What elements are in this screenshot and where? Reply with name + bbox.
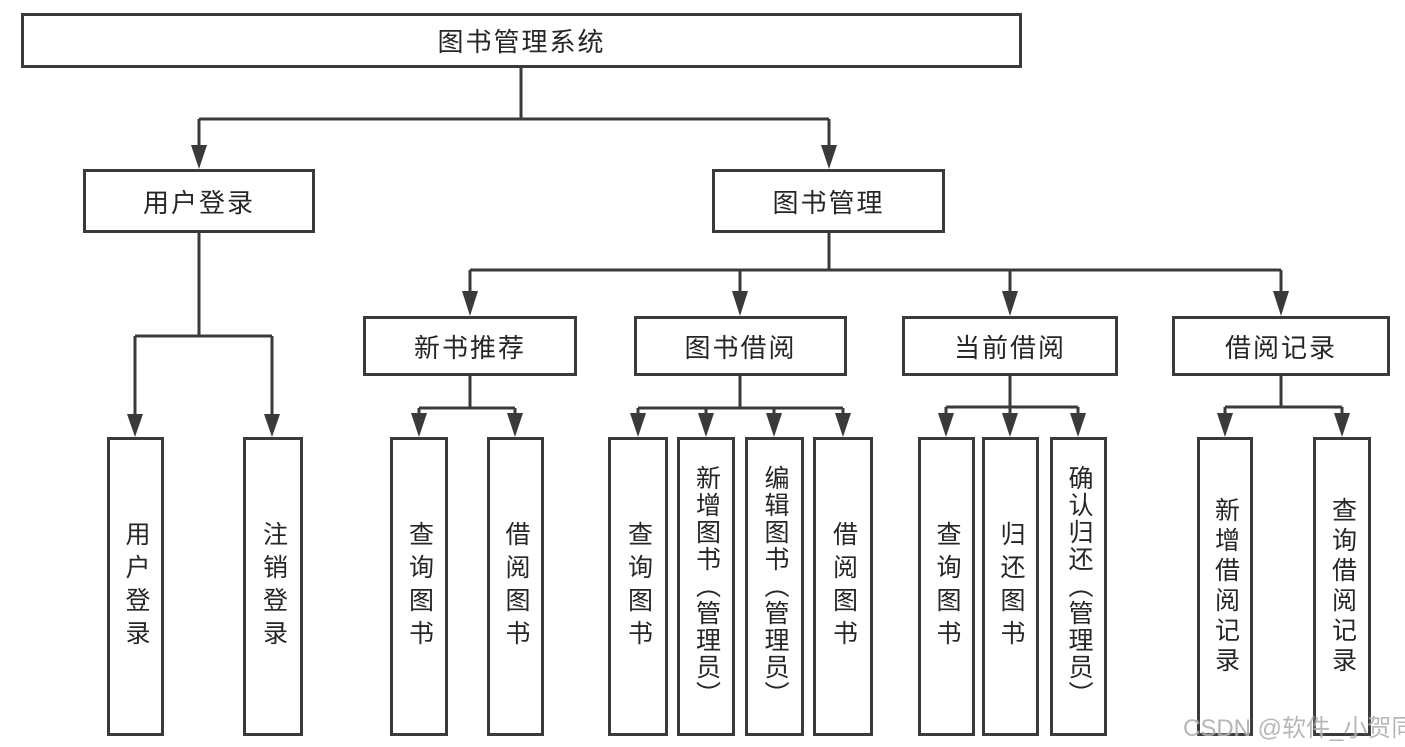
watermark: CSDN @软件_小贺同学 <box>1183 715 1405 742</box>
leaf-newbook-query-books-label: 查询图书 <box>405 520 434 653</box>
leaf-borrow-borrow-books-label: 借阅图书 <box>829 520 858 653</box>
leaf-newbook-borrow-books-label: 借阅图书 <box>502 520 530 653</box>
leaf-current-confirm-return-admin: 确认归还（管理员） <box>1050 437 1107 736</box>
node-book-management: 图书管理 <box>712 169 945 233</box>
leaf-user-login-label: 用户登录 <box>122 520 150 653</box>
leaf-current-return-books: 归还图书 <box>982 437 1039 736</box>
leaf-logout: 注销登录 <box>243 437 303 736</box>
node-current-borrow: 当前借阅 <box>902 316 1118 376</box>
node-root: 图书管理系统 <box>21 13 1022 68</box>
leaf-borrow-query-books: 查询图书 <box>608 437 668 736</box>
leaf-borrow-edit-books-admin-label: 编辑图书（管理员） <box>761 465 789 708</box>
node-new-book-recommend: 新书推荐 <box>363 316 577 376</box>
leaf-current-query-books-label: 查询图书 <box>933 520 961 653</box>
node-user-login: 用户登录 <box>83 169 315 233</box>
leaf-records-add-record: 新增借阅记录 <box>1197 437 1253 736</box>
node-new-book-recommend-label: 新书推荐 <box>413 332 526 363</box>
leaf-logout-label: 注销登录 <box>259 520 288 653</box>
node-book-management-label: 图书管理 <box>772 187 885 218</box>
node-borrow-records-label: 借阅记录 <box>1224 332 1337 363</box>
node-user-login-label: 用户登录 <box>142 187 255 218</box>
leaf-borrow-query-books-label: 查询图书 <box>624 520 653 653</box>
leaf-current-confirm-return-admin-label: 确认归还（管理员） <box>1065 465 1093 708</box>
node-current-borrow-label: 当前借阅 <box>953 332 1066 363</box>
leaf-records-query-record: 查询借阅记录 <box>1313 437 1371 736</box>
leaf-current-return-books-label: 归还图书 <box>997 520 1025 653</box>
node-borrow-records: 借阅记录 <box>1172 316 1390 376</box>
leaf-borrow-borrow-books: 借阅图书 <box>813 437 873 736</box>
leaf-borrow-add-books-admin-label: 新增图书（管理员） <box>692 465 721 708</box>
leaf-newbook-borrow-books: 借阅图书 <box>487 437 544 736</box>
leaf-user-login: 用户登录 <box>107 437 164 736</box>
leaf-records-query-record-label: 查询借阅记录 <box>1328 496 1357 677</box>
leaf-borrow-edit-books-admin: 编辑图书（管理员） <box>745 437 804 736</box>
node-book-borrow: 图书借阅 <box>634 316 847 376</box>
leaf-current-query-books: 查询图书 <box>918 437 975 736</box>
node-book-borrow-label: 图书借阅 <box>684 332 797 363</box>
node-root-label: 图书管理系统 <box>437 27 606 57</box>
leaf-records-add-record-label: 新增借阅记录 <box>1211 496 1240 677</box>
leaf-newbook-query-books: 查询图书 <box>390 437 448 736</box>
leaf-borrow-add-books-admin: 新增图书（管理员） <box>677 437 735 736</box>
